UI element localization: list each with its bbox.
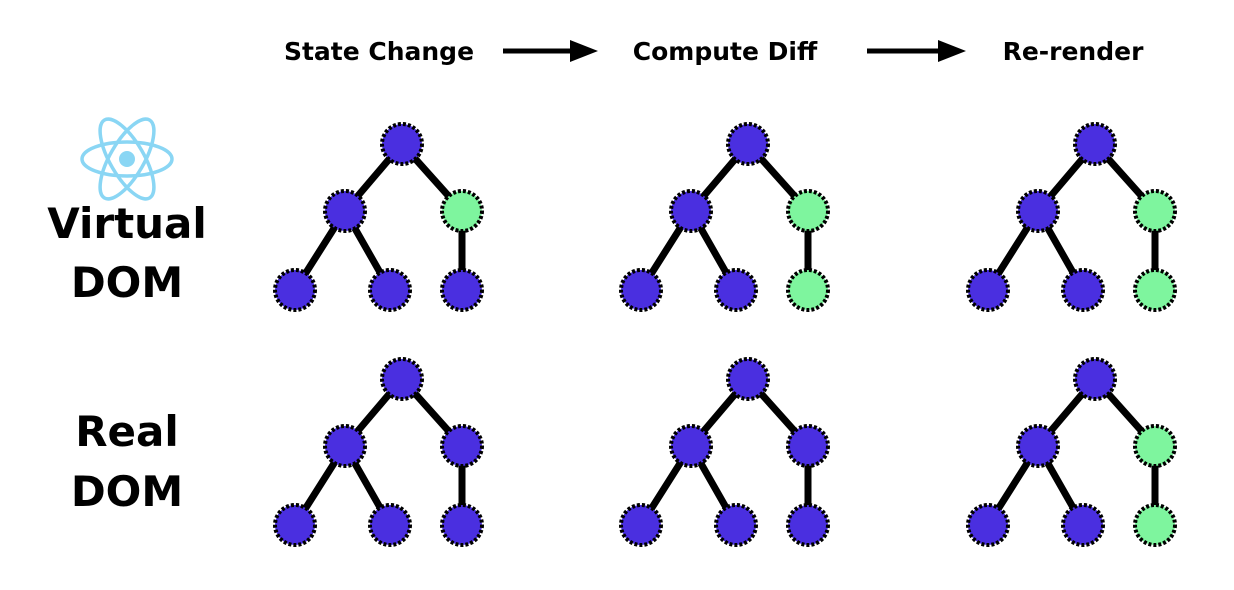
tree-node (323, 424, 367, 468)
step-label-state-change: State Change (284, 37, 474, 66)
tree-node (323, 189, 367, 233)
row-label-virtual-dom-line-1: Virtual (47, 199, 207, 248)
tree-node-changed (1133, 268, 1177, 312)
react-logo-icon (80, 117, 174, 201)
tree-node (440, 503, 484, 547)
tree-node-changed (786, 189, 830, 233)
tree-node (966, 503, 1010, 547)
arrow-right-icon (867, 40, 966, 62)
row-label-virtual-dom-line-2: DOM (71, 258, 183, 307)
tree-node (368, 268, 412, 312)
dom-tree (966, 122, 1177, 312)
dom-tree (273, 122, 484, 312)
tree-node (669, 189, 713, 233)
tree-node (786, 503, 830, 547)
tree-node (1073, 122, 1117, 166)
tree-node (726, 357, 770, 401)
tree-node (440, 268, 484, 312)
tree-node (273, 503, 317, 547)
tree-node (380, 122, 424, 166)
dom-tree (619, 357, 830, 547)
tree-node (368, 503, 412, 547)
tree-node (440, 424, 484, 468)
tree-node (726, 122, 770, 166)
dom-tree (273, 357, 484, 547)
tree-node (714, 503, 758, 547)
tree-node (714, 268, 758, 312)
row-label-real-dom-line-1: Real (75, 407, 179, 456)
tree-node (619, 268, 663, 312)
tree-node-changed (440, 189, 484, 233)
tree-node-changed (786, 268, 830, 312)
tree-node (380, 357, 424, 401)
tree-node-changed (1133, 424, 1177, 468)
tree-node (1061, 503, 1105, 547)
tree-node-changed (1133, 189, 1177, 233)
tree-node (619, 503, 663, 547)
tree-node (1073, 357, 1117, 401)
tree-node (1016, 189, 1060, 233)
tree-node (669, 424, 713, 468)
tree-grid (273, 122, 1177, 547)
tree-node (273, 268, 317, 312)
tree-node (786, 424, 830, 468)
step-label-compute-diff: Compute Diff (633, 37, 818, 66)
dom-tree (619, 122, 830, 312)
tree-node (966, 268, 1010, 312)
tree-node (1061, 268, 1105, 312)
dom-tree (966, 357, 1177, 547)
tree-node-changed (1133, 503, 1177, 547)
arrow-right-icon (503, 40, 598, 62)
row-label-real-dom-line-2: DOM (71, 467, 183, 516)
step-label-re-render: Re-render (1003, 37, 1145, 66)
tree-node (1016, 424, 1060, 468)
